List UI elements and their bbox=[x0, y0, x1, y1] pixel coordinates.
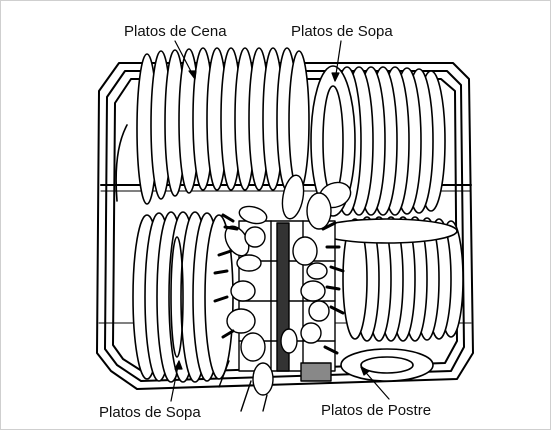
soup-plates-lower bbox=[133, 212, 233, 382]
label-dinner-plates: Platos de Cena bbox=[124, 23, 227, 40]
label-soup-plates-bottom: Platos de Sopa bbox=[99, 404, 201, 421]
label-dessert-plates: Platos de Postre bbox=[321, 402, 431, 419]
label-soup-plates-top: Platos de Sopa bbox=[291, 23, 393, 40]
